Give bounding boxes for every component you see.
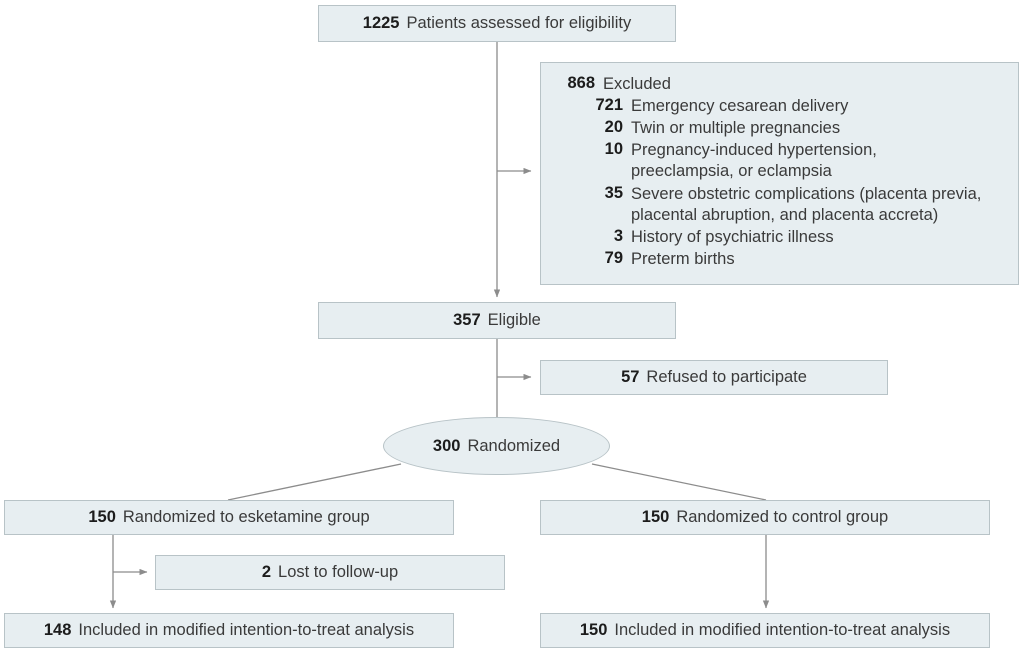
node-esketamine-group-label: Randomized to esketamine group	[122, 508, 370, 526]
connector-randomized-to-esketamine	[227, 463, 402, 501]
exclusion-reason-number: 79	[604, 248, 623, 267]
exclusion-reason-label: Severe obstetric complications (placenta…	[631, 184, 981, 226]
node-control-analysis-label: Included in modified intention-to-treat …	[614, 621, 951, 639]
exclusion-reason-label: Twin or multiple pregnancies	[631, 118, 840, 139]
excluded-header-row: 868 Excluded	[551, 74, 1008, 95]
node-patients-assessed: 1225 Patients assessed for eligibility	[318, 5, 676, 42]
node-esketamine-analysis-number: 148	[43, 621, 72, 639]
exclusion-reason-text-continued: preeclampsia, or eclampsia	[631, 162, 832, 181]
exclusion-reason-row: 79 Preterm births	[551, 249, 1008, 270]
exclusion-reason-text: Emergency cesarean delivery	[631, 97, 849, 116]
node-randomized-number: 300	[432, 436, 461, 455]
exclusion-reason-text-continued: placental abruption, and placenta accret…	[631, 205, 939, 224]
node-control-group: 150 Randomized to control group	[540, 500, 990, 535]
node-eligible-label: Eligible	[487, 311, 541, 329]
node-refused-label: Refused to participate	[646, 368, 807, 386]
exclusion-reason-label: History of psychiatric illness	[631, 227, 834, 248]
node-esketamine-group: 150 Randomized to esketamine group	[4, 500, 454, 535]
node-lost-to-followup-label: Lost to follow-up	[278, 563, 399, 581]
node-excluded: 868 Excluded 721 Emergency cesarean deli…	[540, 62, 1019, 285]
node-eligible-number: 357	[453, 311, 481, 329]
exclusion-reason-label: Pregnancy-induced hypertension, preeclam…	[631, 140, 877, 182]
exclusion-reason-label: Emergency cesarean delivery	[631, 96, 848, 117]
exclusion-reason-number: 10	[604, 140, 623, 159]
node-eligible: 357 Eligible	[318, 302, 676, 339]
node-randomized: 300 Randomized	[383, 417, 610, 475]
node-control-analysis: 150 Included in modified intention-to-tr…	[540, 613, 990, 648]
node-refused-number: 57	[621, 368, 640, 386]
exclusion-reason-text: History of psychiatric illness	[631, 227, 834, 246]
node-lost-to-followup-number: 2	[261, 563, 272, 581]
exclusion-reason-number: 721	[595, 96, 623, 115]
exclusion-reason-number: 20	[604, 118, 623, 137]
exclusion-reason-label: Preterm births	[631, 249, 735, 270]
node-esketamine-analysis: 148 Included in modified intention-to-tr…	[4, 613, 454, 648]
node-control-analysis-number: 150	[579, 621, 608, 639]
exclusion-reason-text: Preterm births	[631, 249, 735, 268]
exclusion-reason-text: Twin or multiple pregnancies	[631, 119, 841, 138]
exclusion-reason-number: 35	[604, 183, 623, 202]
node-randomized-label: Randomized	[467, 436, 561, 455]
connector-randomized-to-control	[591, 463, 767, 501]
node-patients-assessed-label: Patients assessed for eligibility	[406, 14, 632, 32]
exclusion-reason-row: 3 History of psychiatric illness	[551, 227, 1008, 248]
exclusion-reason-row: 35 Severe obstetric complications (place…	[551, 184, 1008, 226]
node-control-group-label: Randomized to control group	[676, 508, 889, 526]
node-esketamine-analysis-label: Included in modified intention-to-treat …	[78, 621, 415, 639]
node-control-group-number: 150	[641, 508, 670, 526]
node-lost-to-followup: 2 Lost to follow-up	[155, 555, 505, 590]
node-excluded-number: 868	[567, 74, 595, 92]
node-esketamine-group-number: 150	[88, 508, 116, 526]
node-patients-assessed-number: 1225	[362, 14, 400, 32]
exclusion-reason-row: 721 Emergency cesarean delivery	[551, 96, 1008, 117]
exclusion-reason-text: Pregnancy-induced hypertension,	[631, 141, 877, 160]
exclusion-reason-row: 10 Pregnancy-induced hypertension, preec…	[551, 140, 1008, 182]
node-excluded-label: Excluded	[603, 75, 671, 93]
exclusion-reason-row: 20 Twin or multiple pregnancies	[551, 118, 1008, 139]
node-refused-to-participate: 57 Refused to participate	[540, 360, 888, 395]
exclusion-reason-text: Severe obstetric complications (placenta…	[631, 184, 982, 203]
exclusion-reason-number: 3	[613, 226, 623, 245]
